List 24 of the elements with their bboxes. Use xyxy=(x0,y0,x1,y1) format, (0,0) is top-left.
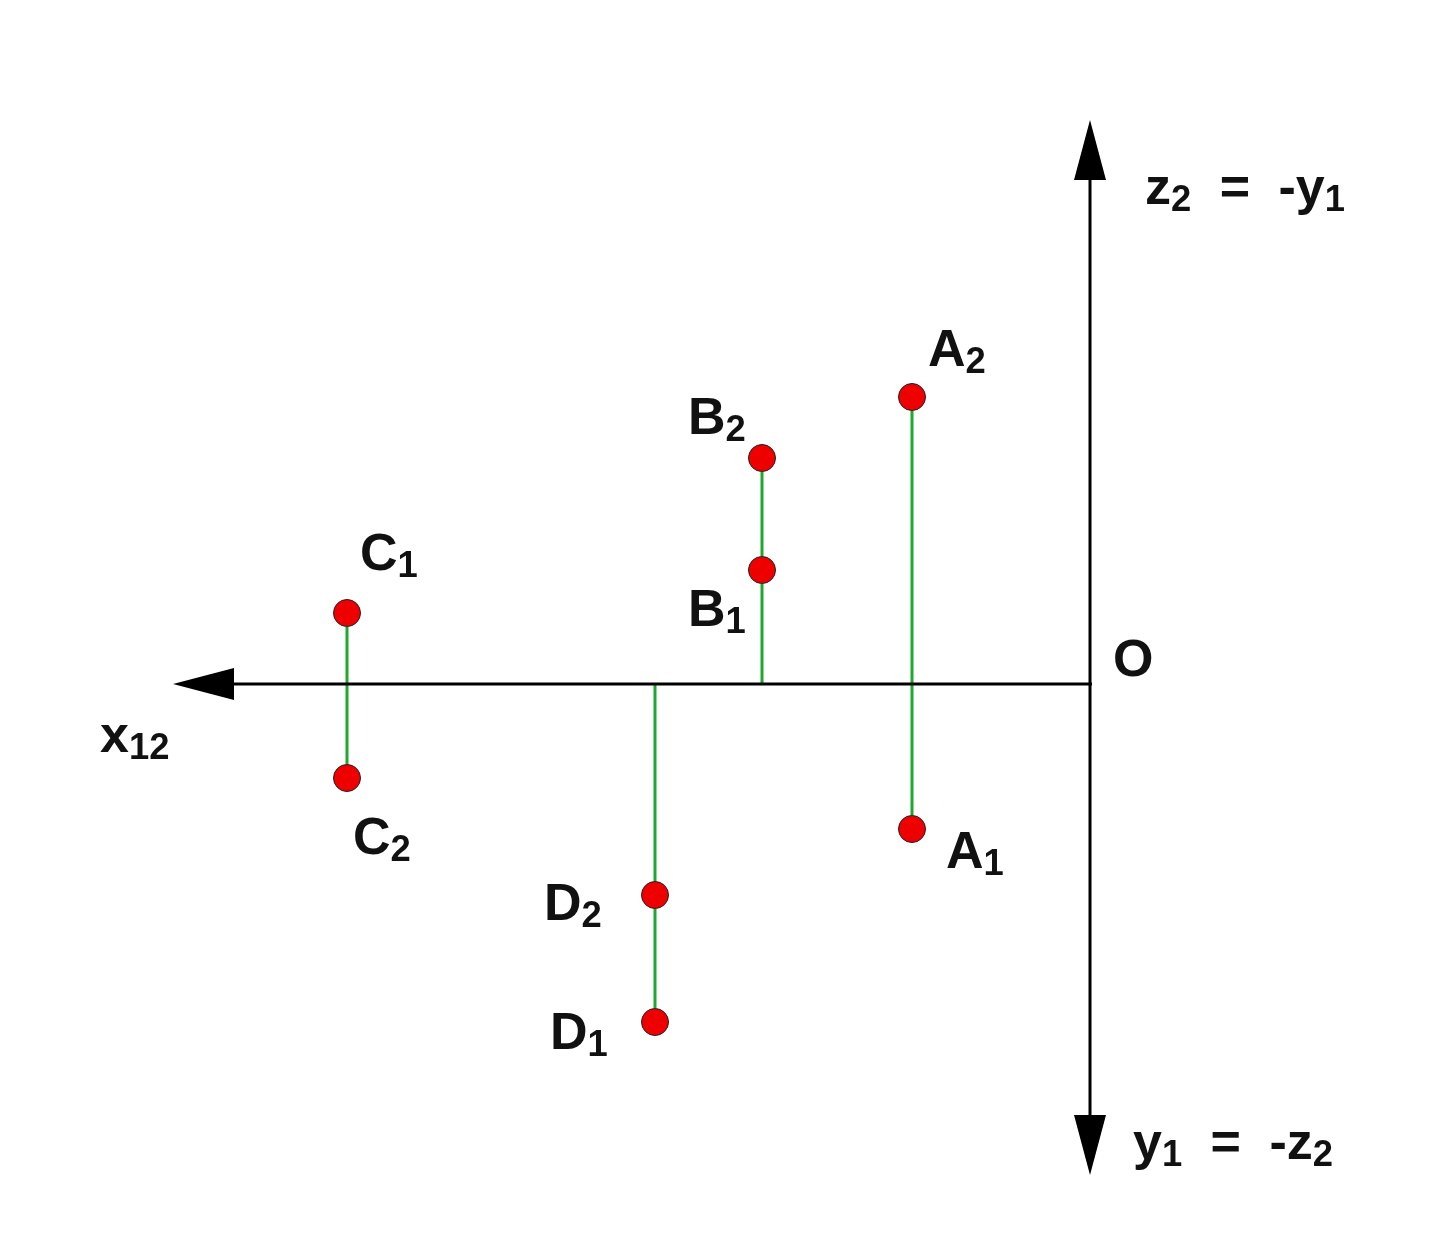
projection-line xyxy=(653,684,657,881)
point-marker xyxy=(333,764,361,792)
point-marker xyxy=(641,1008,669,1036)
projection-line xyxy=(910,411,914,815)
point-marker xyxy=(898,815,926,843)
point-label: D$_{2}$ xyxy=(544,876,602,928)
projection-line xyxy=(760,584,764,684)
point-label: C$_{2}$ xyxy=(353,810,411,862)
point-marker xyxy=(898,383,926,411)
point-marker xyxy=(748,556,776,584)
axis-label: x$_{12}$ xyxy=(100,708,170,760)
point-marker xyxy=(641,881,669,909)
projection-line xyxy=(760,472,764,556)
origin-label: O xyxy=(1113,632,1154,684)
point-label: B$_{2}$ xyxy=(688,390,746,442)
point-label: D$_{1}$ xyxy=(550,1005,608,1057)
point-marker xyxy=(748,444,776,472)
projection-line xyxy=(653,909,657,1008)
point-label: A$_{1}$ xyxy=(946,824,1004,876)
point-label: A$_{2}$ xyxy=(928,322,986,374)
point-label: C$_{1}$ xyxy=(360,526,418,578)
projection-line xyxy=(345,627,349,764)
point-marker xyxy=(333,599,361,627)
point-label: B$_{1}$ xyxy=(688,582,746,634)
